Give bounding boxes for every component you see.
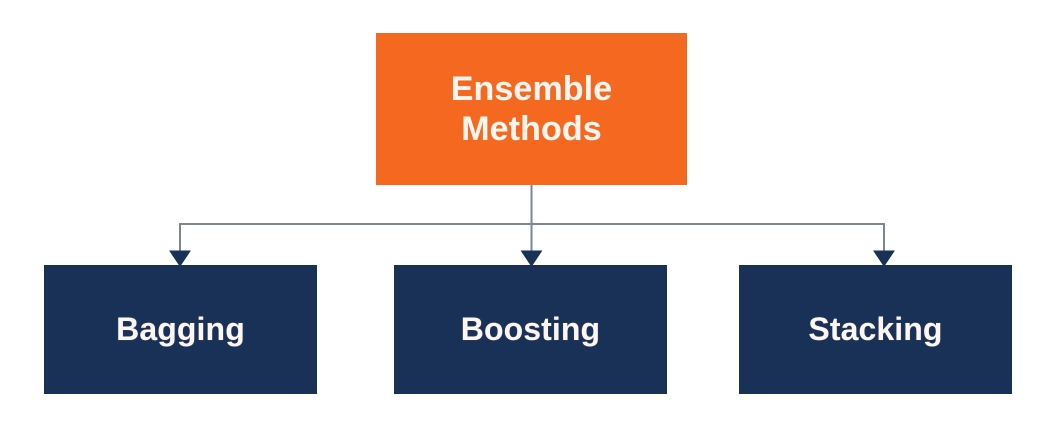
- node-bagging: Bagging: [44, 265, 317, 394]
- node-bagging-label: Bagging: [116, 310, 245, 347]
- arrowhead-stacking-icon: [873, 250, 895, 267]
- node-boosting-label: Boosting: [460, 310, 601, 347]
- node-boosting: Boosting: [394, 265, 667, 394]
- node-stacking-label: Stacking: [808, 310, 943, 347]
- arrowhead-boosting-icon: [520, 250, 543, 267]
- node-stacking: Stacking: [739, 265, 1012, 394]
- arrowhead-bagging-icon: [169, 250, 191, 267]
